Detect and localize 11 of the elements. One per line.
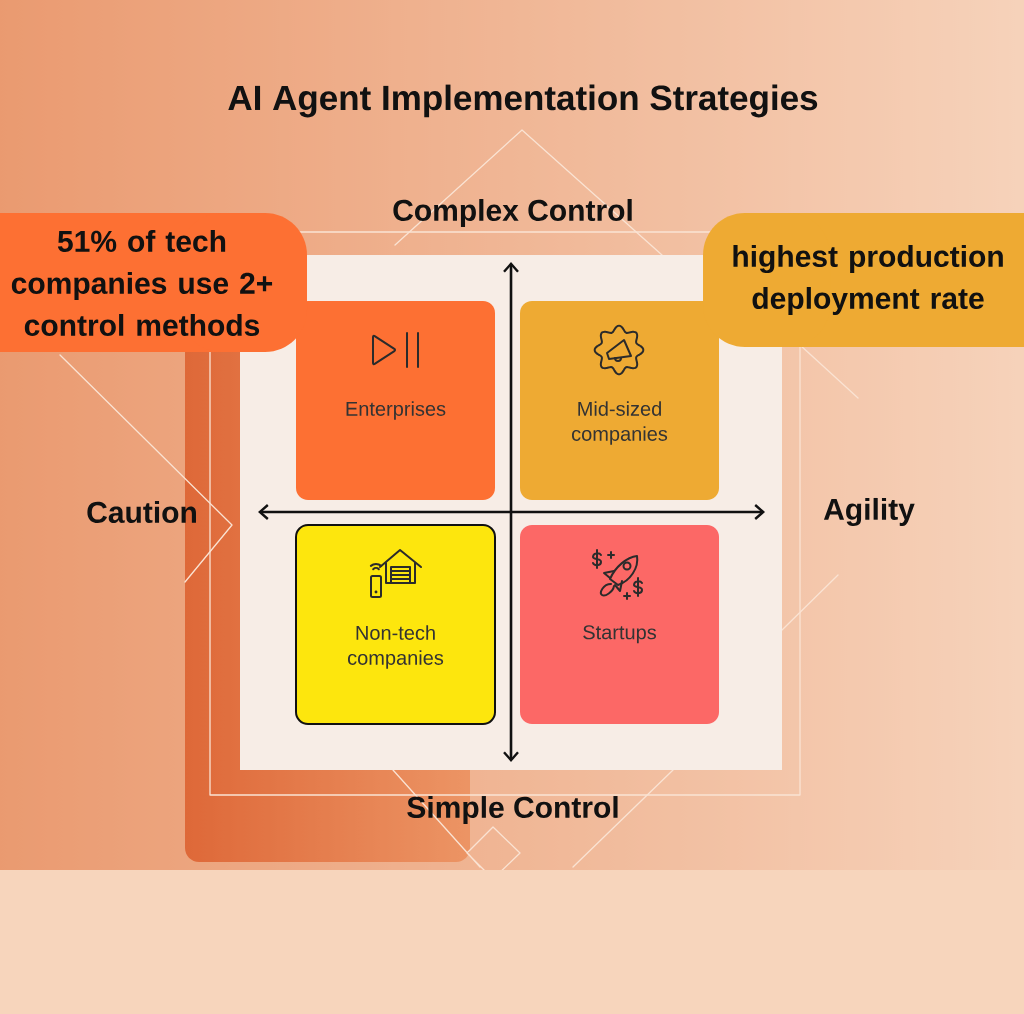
quadrant-box: Mid-sized companies [520,301,719,500]
quadrant-box: Enterprises [296,301,495,500]
title: AI Agent Implementation Strategies [228,84,818,118]
callout-bubble: 51% of tech companies use 2+ control methods [0,213,307,352]
quadrant-box: Startups [520,525,719,724]
axis-label: Agility [823,497,915,527]
axis-label: Simple Control [407,796,618,824]
callout-bubble: highest production deployment rate [703,213,1024,347]
quadrant-box: Non-tech companies [295,524,496,725]
axis-label: Complex Control [393,199,632,227]
axis-label: Caution [87,501,196,524]
